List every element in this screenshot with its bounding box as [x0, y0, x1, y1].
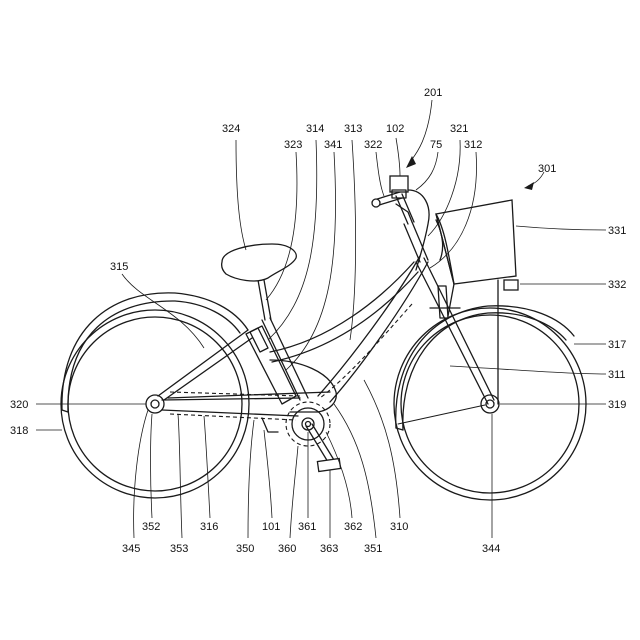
label-363: 363 — [320, 543, 338, 555]
label-311: 311 — [608, 369, 626, 381]
label-101: 101 — [262, 521, 280, 533]
label-351: 351 — [364, 543, 382, 555]
label-316: 316 — [200, 521, 218, 533]
front-fork — [416, 262, 488, 404]
label-362: 362 — [344, 521, 362, 533]
label-353: 353 — [170, 543, 188, 555]
reference-numerals: 201 324 314 313 102 321 323 341 322 75 3… — [10, 87, 626, 555]
front-lamp — [504, 280, 518, 290]
head-tube — [404, 224, 420, 262]
label-313: 313 — [344, 123, 362, 135]
label-352: 352 — [142, 521, 160, 533]
label-332: 332 — [608, 279, 626, 291]
label-324: 324 — [222, 123, 240, 135]
label-350: 350 — [236, 543, 254, 555]
label-315: 315 — [110, 261, 128, 273]
label-322: 322 — [364, 139, 382, 151]
label-361: 361 — [298, 521, 316, 533]
down-tube — [318, 256, 420, 396]
saddle — [222, 244, 297, 281]
label-317: 317 — [608, 339, 626, 351]
front-basket — [436, 200, 516, 284]
label-341: 341 — [324, 139, 342, 151]
label-301: 301 — [538, 163, 556, 175]
label-360: 360 — [278, 543, 296, 555]
leader-lines — [36, 100, 606, 538]
label-319: 319 — [608, 399, 626, 411]
label-310: 310 — [390, 521, 408, 533]
label-201: 201 — [424, 87, 442, 99]
label-344: 344 — [482, 543, 500, 555]
label-331: 331 — [608, 225, 626, 237]
label-345: 345 — [122, 543, 140, 555]
label-321: 321 — [450, 123, 468, 135]
label-312: 312 — [464, 139, 482, 151]
label-102: 102 — [386, 123, 404, 135]
label-318: 318 — [10, 425, 28, 437]
pedal — [317, 459, 340, 472]
label-323: 323 — [284, 139, 302, 151]
label-75: 75 — [430, 139, 442, 151]
label-320: 320 — [10, 399, 28, 411]
label-314: 314 — [306, 123, 324, 135]
seat-stay — [158, 330, 248, 396]
